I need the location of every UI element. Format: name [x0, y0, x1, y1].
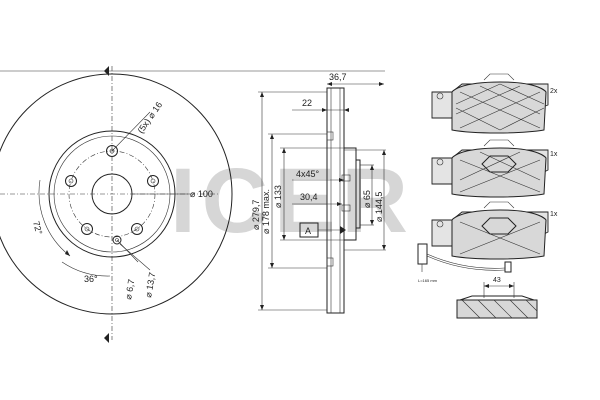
bolt-hole: [147, 175, 159, 187]
pad-width-dim: 43: [493, 277, 501, 284]
bolt-hole: [81, 223, 93, 235]
pad-middle-qty: 1x: [550, 151, 558, 158]
brand-logo-watermark: ICER: [170, 150, 414, 252]
diameter-bolt-dim: ⌀ 144,5: [374, 192, 384, 222]
center-bore-label: ⌀ 100: [190, 189, 213, 199]
wear-sensor: L=165 mm: [417, 243, 512, 283]
hole-137-label: ⌀ 13,7: [143, 272, 157, 299]
chamfer-dim: 4x45°: [296, 169, 320, 179]
pad-top-qty: 2x: [550, 88, 558, 95]
hat-depth-dim: 30,4: [300, 192, 318, 202]
thickness-dim: 22: [302, 98, 312, 108]
hole-67-label: ⌀ 6,7: [123, 278, 136, 300]
brake-pad-top: 2x: [431, 73, 558, 134]
pad-side-profile: 43: [456, 277, 538, 319]
angle-36-label: 36°: [84, 274, 98, 284]
diameter-max-dim: ⌀ 178 max.: [261, 189, 271, 234]
diameter-hat-dim: ⌀ 133: [273, 185, 283, 208]
bolt-hole: [106, 145, 118, 157]
brake-pads-view: 2x 1x 1x: [417, 73, 558, 319]
bolt-hole-label: (5x) ⌀ 16: [135, 100, 164, 135]
diameter-inner-dim: ⌀ 65: [362, 190, 372, 208]
bolt-hole: [131, 223, 143, 235]
bolt-hole: [65, 175, 77, 187]
brake-pad-middle: 1x: [431, 139, 558, 198]
locating-hole: [112, 235, 122, 245]
sensor-length-note: L=165 mm: [418, 278, 438, 283]
disc-section-view: 36,7 22: [251, 72, 386, 314]
diameter-outer-dim: ⌀ 279,7: [251, 200, 261, 230]
pad-bottom-qty: 1x: [550, 211, 558, 218]
brake-pad-bottom: 1x: [431, 201, 558, 260]
overall-height-dim: 36,7: [329, 72, 347, 82]
disc-outer-edge: [0, 73, 233, 315]
angle-72-label: 72°: [31, 220, 44, 236]
datum-label: A: [305, 226, 311, 236]
